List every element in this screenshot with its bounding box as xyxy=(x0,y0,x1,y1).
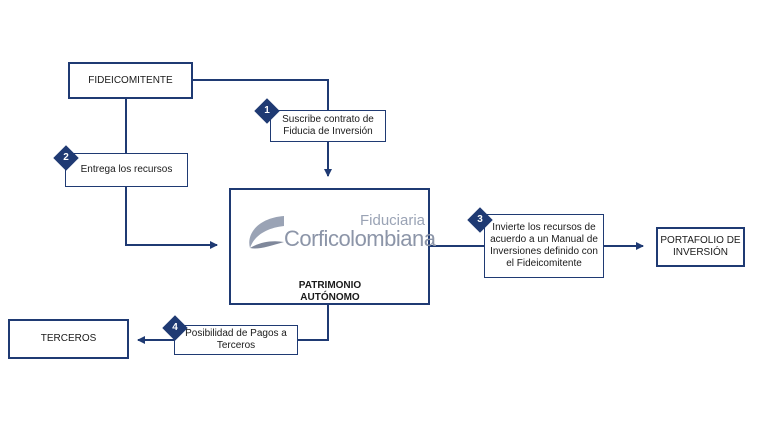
portafolio-label: PORTAFOLIO DE INVERSIÓN xyxy=(660,235,741,258)
portafolio-box: PORTAFOLIO DE INVERSIÓN xyxy=(656,227,745,267)
logo-line2: Corficolombiana xyxy=(284,226,436,251)
step2-box: Entrega los recursos xyxy=(65,153,188,187)
patrimonio-box xyxy=(229,188,430,305)
step2-number: 2 xyxy=(63,152,69,163)
terceros-box: TERCEROS xyxy=(8,319,129,359)
step2-badge: 2 xyxy=(53,145,79,171)
step4-box: Posibilidad de Pagos a Terceros xyxy=(174,325,298,355)
logo-line1: Fiduciaria xyxy=(360,212,426,229)
step1-number: 1 xyxy=(264,105,270,116)
fideicomitente-box: FIDEICOMITENTE xyxy=(68,62,193,99)
step1-box: Suscribe contrato de Fiducia de Inversió… xyxy=(270,110,386,142)
step4-number: 4 xyxy=(172,322,178,333)
step3-number: 3 xyxy=(477,214,483,225)
arrow-patrimonio-to-pagos xyxy=(298,305,329,341)
arrow-entrega-down xyxy=(125,187,218,249)
step3-box: Invierte los recursos de acuerdo a un Ma… xyxy=(484,214,604,278)
step4-label: Posibilidad de Pagos a Terceros xyxy=(185,328,287,351)
fiduciaria-logo: Fiduciaria Corficolombiana xyxy=(244,209,440,255)
logo-swoosh-icon xyxy=(249,216,284,249)
fideicomitente-label: FIDEICOMITENTE xyxy=(88,74,173,86)
terceros-label: TERCEROS xyxy=(40,333,97,344)
step2-label: Entrega los recursos xyxy=(80,164,173,175)
step3-badge: 3 xyxy=(467,207,493,233)
patrimonio-text: PATRIMONIO AUTÓNOMO xyxy=(298,280,362,303)
step4-badge: 4 xyxy=(162,315,188,341)
patrimonio-label: PATRIMONIO AUTÓNOMO xyxy=(230,268,430,304)
step3-label: Invierte los recursos de acuerdo a un Ma… xyxy=(490,222,598,269)
step1-label: Suscribe contrato de Fiducia de Inversió… xyxy=(282,114,374,137)
step1-badge: 1 xyxy=(254,98,280,124)
arrow-fideicomitente-to-patrimonio xyxy=(193,79,332,177)
